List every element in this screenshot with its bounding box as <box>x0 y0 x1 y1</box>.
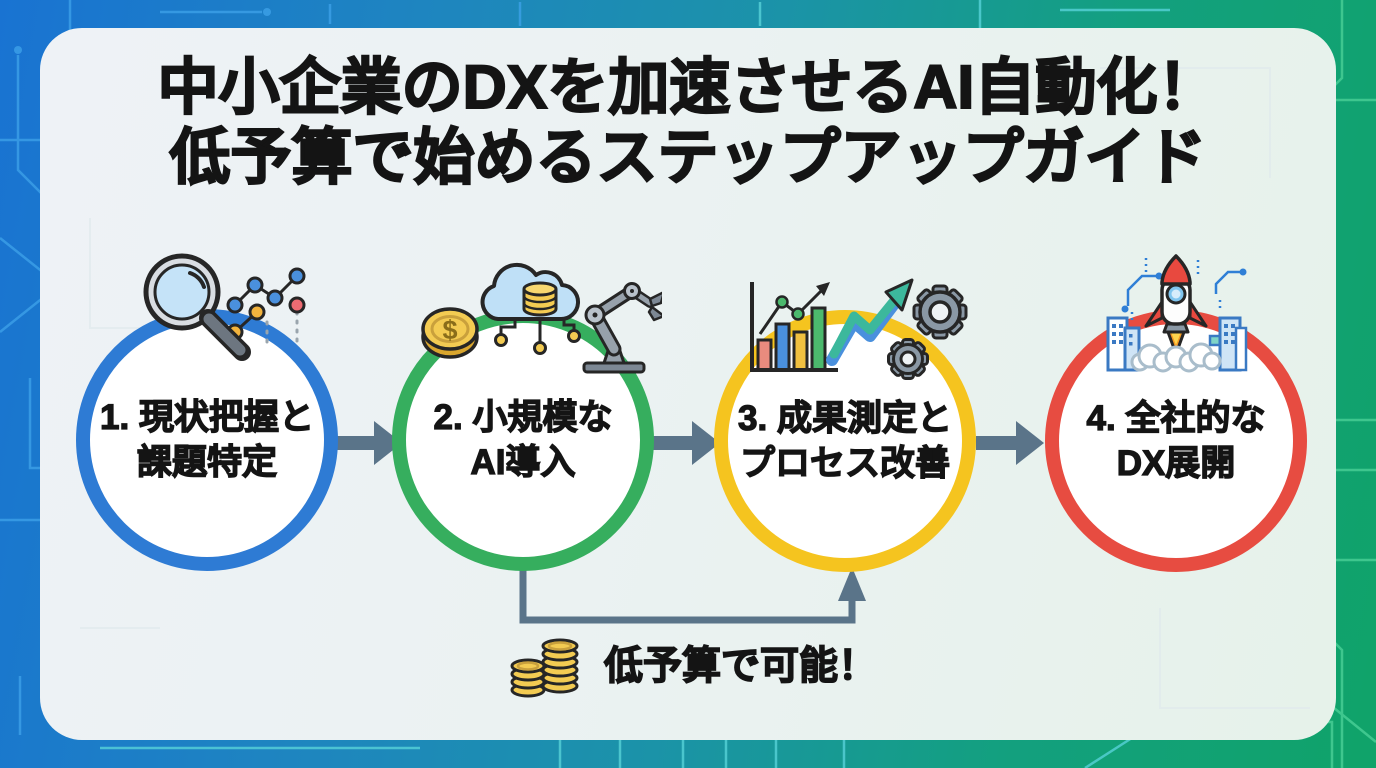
step-1-circle: 1. 現状把握と 課題特定 <box>76 309 338 571</box>
city-buildings-icon <box>1106 316 1248 372</box>
smoke-clouds-icon <box>1130 342 1222 373</box>
coin-dollar-symbol: $ <box>442 315 457 345</box>
arrow-step2-to-step3-icon <box>652 421 720 465</box>
title-line-1: 中小企業のDXを加速させるAI自動化！ <box>157 52 1220 122</box>
step-1-label-line-2: 課題特定 <box>136 442 277 482</box>
step-2-label-line-1: 2. 小規模な <box>433 397 613 437</box>
coin-stack-icon <box>510 638 579 698</box>
magnifying-glass-icon <box>143 253 251 361</box>
step-1-label-line-1: 1. 現状把握と <box>99 397 314 437</box>
page-title: 中小企業のDXを加速させるAI自動化！ 低予算で始めるステップアップガイド <box>40 52 1336 192</box>
arrow-step1-to-step2-icon <box>334 421 402 465</box>
step-4-label-line-2: DX展開 <box>1116 443 1236 483</box>
cloud-data-icon <box>480 262 581 355</box>
robot-arm-icon <box>582 282 662 374</box>
rocket-launch-icon <box>1144 254 1208 356</box>
arrow-step3-to-step4-icon <box>976 421 1044 465</box>
low-budget-note-text: 低予算で可能！ <box>603 644 878 689</box>
title-line-2: 低予算で始めるステップアップガイド <box>168 122 1207 192</box>
step-3-icons <box>750 278 968 380</box>
step-4-label-line-1: 4. 全社的な <box>1086 398 1266 438</box>
step-2-icons: $ <box>421 262 662 374</box>
growth-arrow-icon <box>826 278 914 366</box>
bar-chart-icon <box>750 282 838 372</box>
bypass-loop-arrow-icon <box>519 567 866 624</box>
gears-icon <box>887 284 968 380</box>
step-2-label-line-2: AI導入 <box>470 442 576 482</box>
dollar-coin-icon: $ <box>421 307 479 359</box>
circuit-decoration-icon <box>1126 258 1240 322</box>
step-4-icons <box>1106 254 1248 373</box>
step-1-icons <box>143 253 306 361</box>
step-3-label-line-1: 3. 成果測定と <box>737 398 952 438</box>
low-budget-note: 低予算で可能！ <box>506 634 878 698</box>
step-3-label-line-2: プロセス改善 <box>739 443 950 483</box>
scatter-plot-icon <box>226 267 306 348</box>
